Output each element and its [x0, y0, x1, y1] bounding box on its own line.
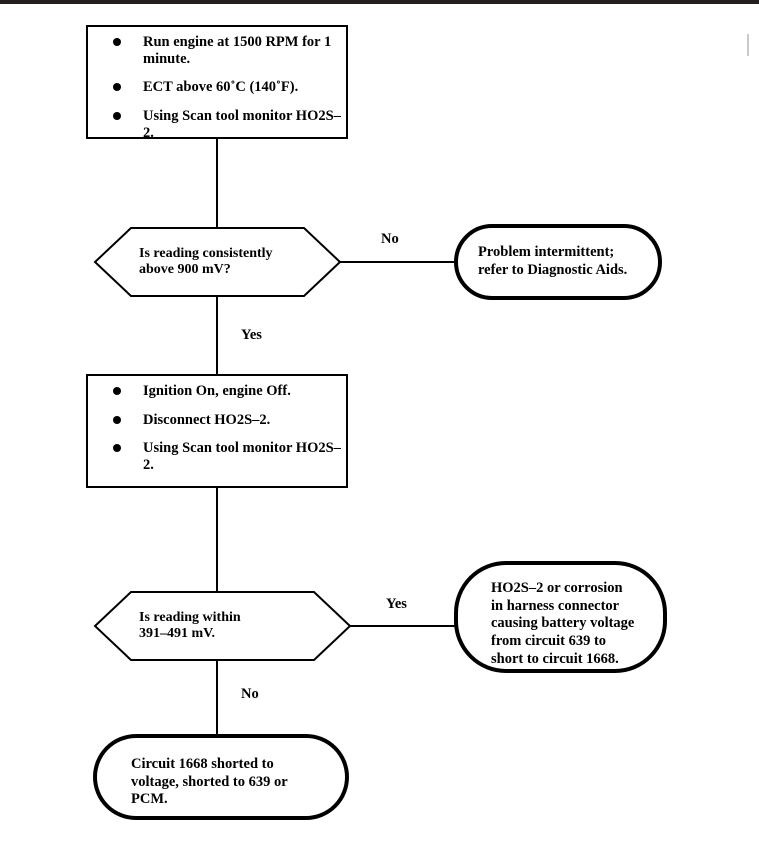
- process-step-text: Using Scan tool monitor HO2S–2.: [143, 108, 341, 141]
- bullet-icon: [113, 387, 121, 395]
- bullet-icon: [113, 83, 121, 92]
- bullet-icon: [113, 444, 121, 453]
- process-box-1-steps: Run engine at 1500 RPM for 1 minute. ECT…: [87, 34, 347, 141]
- process-box-2-steps: Ignition On, engine Off. Disconnect HO2S…: [87, 383, 347, 474]
- terminator-1-label: Problem intermittent; refer to Diagnosti…: [478, 244, 628, 278]
- process-step-text: Ignition On, engine Off.: [143, 383, 291, 399]
- process-step: Using Scan tool monitor HO2S–2.: [87, 108, 347, 141]
- terminator-oval-3: [93, 734, 349, 820]
- terminator-oval-2: [454, 561, 667, 673]
- terminator-oval-1: [454, 224, 662, 300]
- process-box-2: [86, 374, 348, 488]
- process-step: Run engine at 1500 RPM for 1 minute.: [87, 34, 347, 67]
- scan-artifact-right-mark: [747, 34, 749, 56]
- decision-2-no-label: No: [241, 686, 259, 702]
- process-step-text: Run engine at 1500 RPM for 1 minute.: [143, 34, 332, 67]
- bullet-icon: [113, 38, 121, 46]
- bullet-icon: [113, 415, 121, 424]
- process-step: Using Scan tool monitor HO2S–2.: [87, 440, 347, 473]
- process-step: Ignition On, engine Off.: [87, 383, 347, 400]
- decision-1-yes-label: Yes: [241, 327, 262, 343]
- decision-2-yes-label: Yes: [386, 596, 407, 612]
- bullet-icon: [113, 112, 121, 121]
- decision-1-label: Is reading consistently above 900 mV?: [139, 246, 273, 278]
- scan-artifact-top-bar: [0, 0, 759, 4]
- terminator-3-label: Circuit 1668 shorted to voltage, shorted…: [131, 756, 288, 808]
- process-step: ECT above 60˚C (140˚F).: [87, 79, 347, 96]
- process-step-text: Disconnect HO2S–2.: [143, 411, 271, 428]
- process-box-1: [86, 25, 348, 139]
- process-step-text: ECT above 60˚C (140˚F).: [143, 79, 299, 96]
- process-step: Disconnect HO2S–2.: [87, 412, 347, 429]
- decision-2-label: Is reading within 391–491 mV.: [139, 610, 241, 642]
- terminator-2-label: HO2S–2 or corrosion in harness connector…: [491, 580, 635, 667]
- decision-1-no-label: No: [381, 231, 399, 247]
- process-step-text: Using Scan tool monitor HO2S–2.: [143, 440, 341, 474]
